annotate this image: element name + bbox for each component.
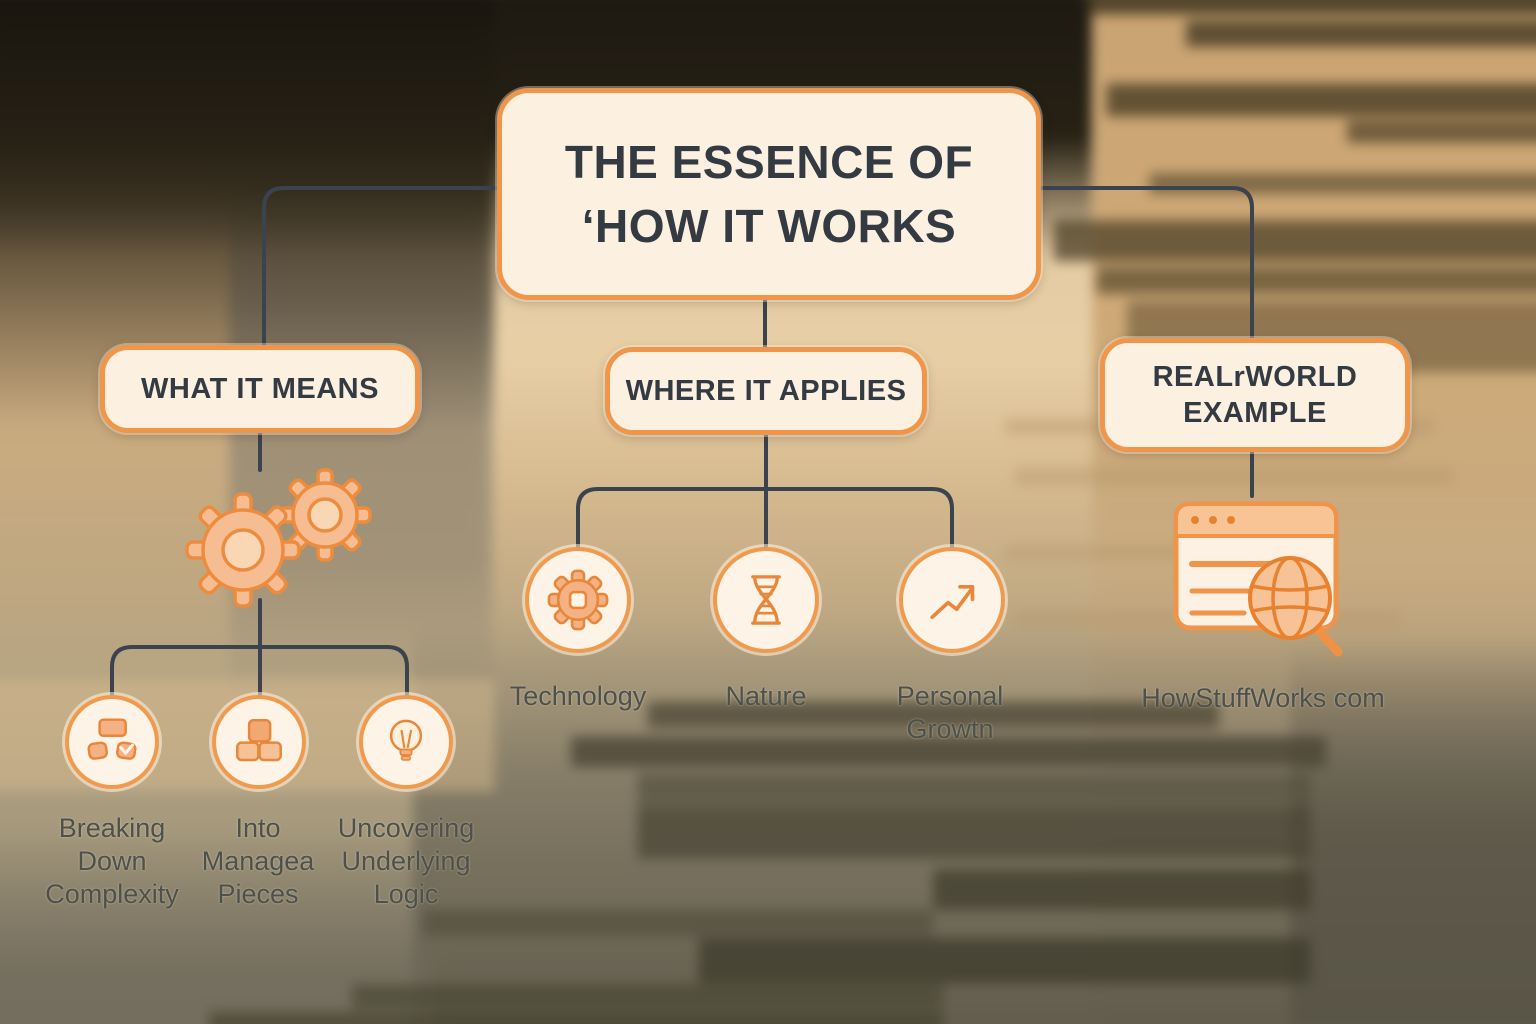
item-label-into-managea-pieces: Into Managea Pieces [201, 813, 315, 909]
item-label-breaking-down-complexity: Breaking Down Complexity [45, 813, 179, 909]
bg-streak [1086, 0, 1536, 15]
breakdown-flowchart-icon [65, 695, 159, 789]
bg-streak [637, 805, 1311, 859]
title-line1: THE ESSENCE OF [564, 135, 974, 188]
bg-streak [571, 736, 1326, 767]
bg-streak [647, 701, 1219, 729]
trending-up-arrow-icon [899, 547, 1005, 653]
bg-streak [1347, 120, 1536, 143]
bg-streak [423, 909, 934, 937]
title-line2: ‘HOW IT WORKS [581, 200, 957, 252]
lightbulb-icon [359, 695, 453, 789]
branch-box-what-it-means: WHAT IT MEANS [100, 345, 420, 433]
bg-streak [1186, 20, 1536, 47]
branch-box-where-it-applies: WHERE IT APPLIES [605, 347, 927, 435]
bg-streak [1106, 83, 1536, 117]
bg-streak [1014, 467, 1454, 486]
bg-streak [209, 1011, 944, 1024]
bg-bottom-right [1290, 642, 1536, 1024]
bg-streak [1149, 173, 1536, 194]
browser-globe-icon [1168, 494, 1358, 675]
item-label-uncovering-underlying-logic: Uncovering Underlying Logic [337, 813, 475, 909]
bg-streak [637, 773, 1311, 804]
gear-icon [525, 547, 631, 653]
item-label-personal-growth: Personal Growtn [896, 681, 1004, 744]
bg-streak [933, 869, 1311, 910]
item-label-howstuffworks: HowStuffWorks com [1141, 683, 1385, 713]
item-label-technology: Technology [509, 681, 647, 711]
bg-streak [1096, 267, 1536, 294]
bg-streak [351, 984, 944, 1009]
branch-box-real-world-example: REALrWORLD EXAMPLE [1100, 338, 1410, 452]
bg-streak [1053, 220, 1536, 262]
bg-streak [698, 938, 1311, 984]
dna-icon [713, 547, 819, 653]
item-label-nature: Nature [725, 681, 807, 711]
building-blocks-icon [212, 695, 306, 789]
gears-icon [175, 468, 380, 613]
title-box: THE ESSENCE OF ‘HOW IT WORKS [497, 88, 1041, 300]
